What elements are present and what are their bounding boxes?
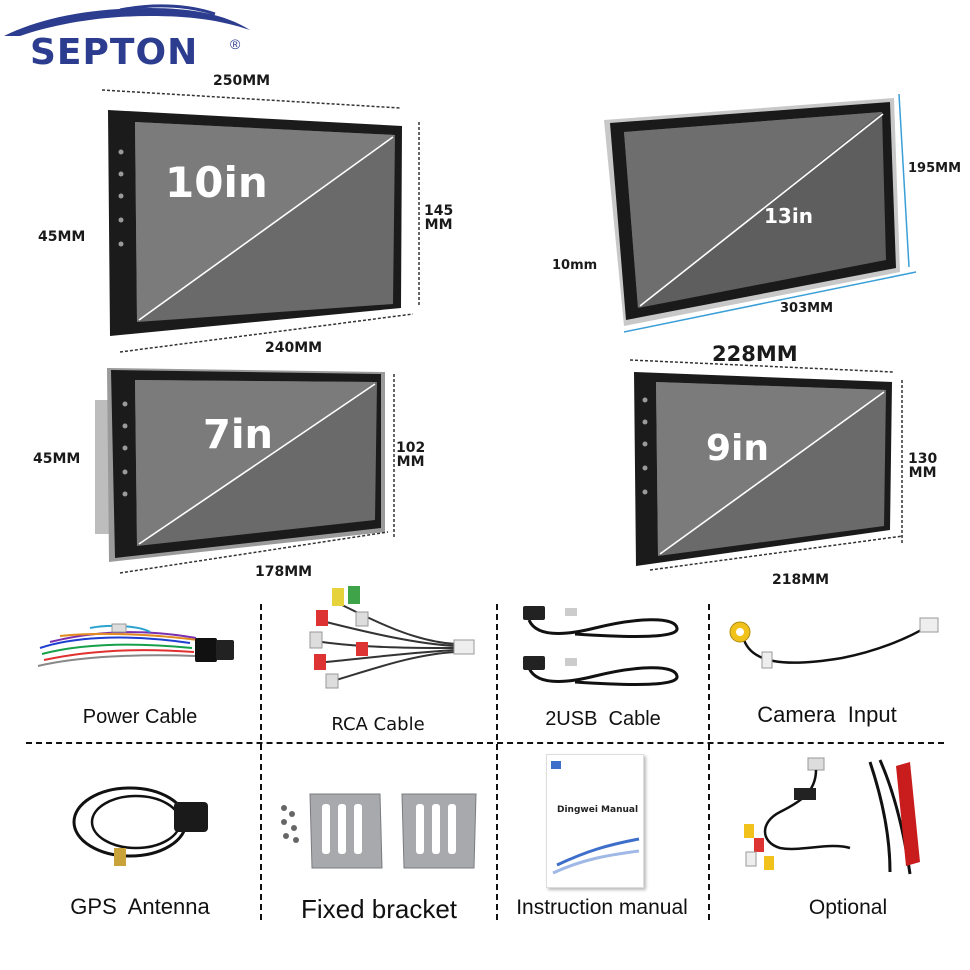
brand-name: SEPTON (30, 32, 199, 73)
accessory-label-fixed-bracket: Fixed bracket (300, 894, 458, 924)
dim-9in-width: 228MM (712, 342, 798, 366)
device-13in: 13in (602, 96, 902, 328)
grid-divider (496, 604, 498, 920)
dim-line-9in-bottom (649, 535, 904, 571)
dim-line-9in-right (901, 380, 903, 543)
rca-cable-icon (296, 582, 486, 692)
registered-mark: ® (230, 36, 241, 52)
accessory-label-instruction-manual: Instruction manual (516, 896, 688, 919)
camera-input-cable-icon (722, 612, 942, 682)
dim-10in-width: 250MM (213, 73, 271, 89)
dim-13in-bottom: 303MM (780, 301, 834, 316)
device-10in-size: 10in (165, 158, 268, 207)
dim-line-7in-right (393, 374, 395, 537)
accessory-label-optional: Optional (808, 896, 888, 919)
car-swoosh-icon (4, 4, 250, 36)
dim-line-10in-bottom (119, 313, 414, 353)
dim-line-10in-right (418, 122, 420, 305)
accessory-label-power-cable: Power Cable (82, 706, 198, 728)
accessory-label-usb-cable: 2USB Cable (545, 708, 661, 730)
manual-title: Dingwei Manual (557, 805, 639, 815)
dim-line-9in-top (629, 359, 894, 373)
power-cable-icon (30, 618, 250, 678)
grid-divider (708, 604, 710, 920)
grid-divider (260, 604, 262, 920)
dim-line-13in-right (898, 93, 910, 268)
dim-13in-depth: 10mm (552, 258, 598, 273)
dim-line-13in-bottom (623, 271, 917, 333)
accessory-label-camera-input: Camera Input (757, 702, 897, 727)
device-9in: 9in (630, 370, 895, 570)
dim-7in-depth: 45MM (33, 451, 81, 467)
accessory-label-gps-antenna: GPS Antenna (70, 894, 210, 919)
dim-9in-bottom: 218MM (772, 572, 830, 588)
device-7in: 7in (95, 364, 395, 564)
optional-cables-icon (740, 752, 940, 882)
gps-antenna-icon (70, 780, 220, 870)
dim-10in-bottom: 240MM (265, 340, 323, 356)
dim-7in-bottom: 178MM (255, 564, 313, 580)
dim-13in-height: 195MM (908, 161, 962, 176)
dim-10in-depth: 45MM (38, 229, 86, 245)
usb-cable-icon (515, 598, 695, 698)
device-10in: 10in (105, 108, 405, 338)
device-7in-size: 7in (203, 412, 274, 458)
brand-logo: SEPTON ® (0, 0, 260, 76)
accessory-label-rca-cable: RCA Cable (331, 714, 425, 735)
device-9in-size: 9in (706, 428, 770, 469)
dim-line-7in-bottom (119, 531, 389, 574)
grid-divider (26, 742, 944, 744)
manual-icon: Dingwei Manual (546, 754, 644, 888)
bracket-icon (270, 784, 490, 874)
device-13in-size: 13in (764, 204, 813, 228)
